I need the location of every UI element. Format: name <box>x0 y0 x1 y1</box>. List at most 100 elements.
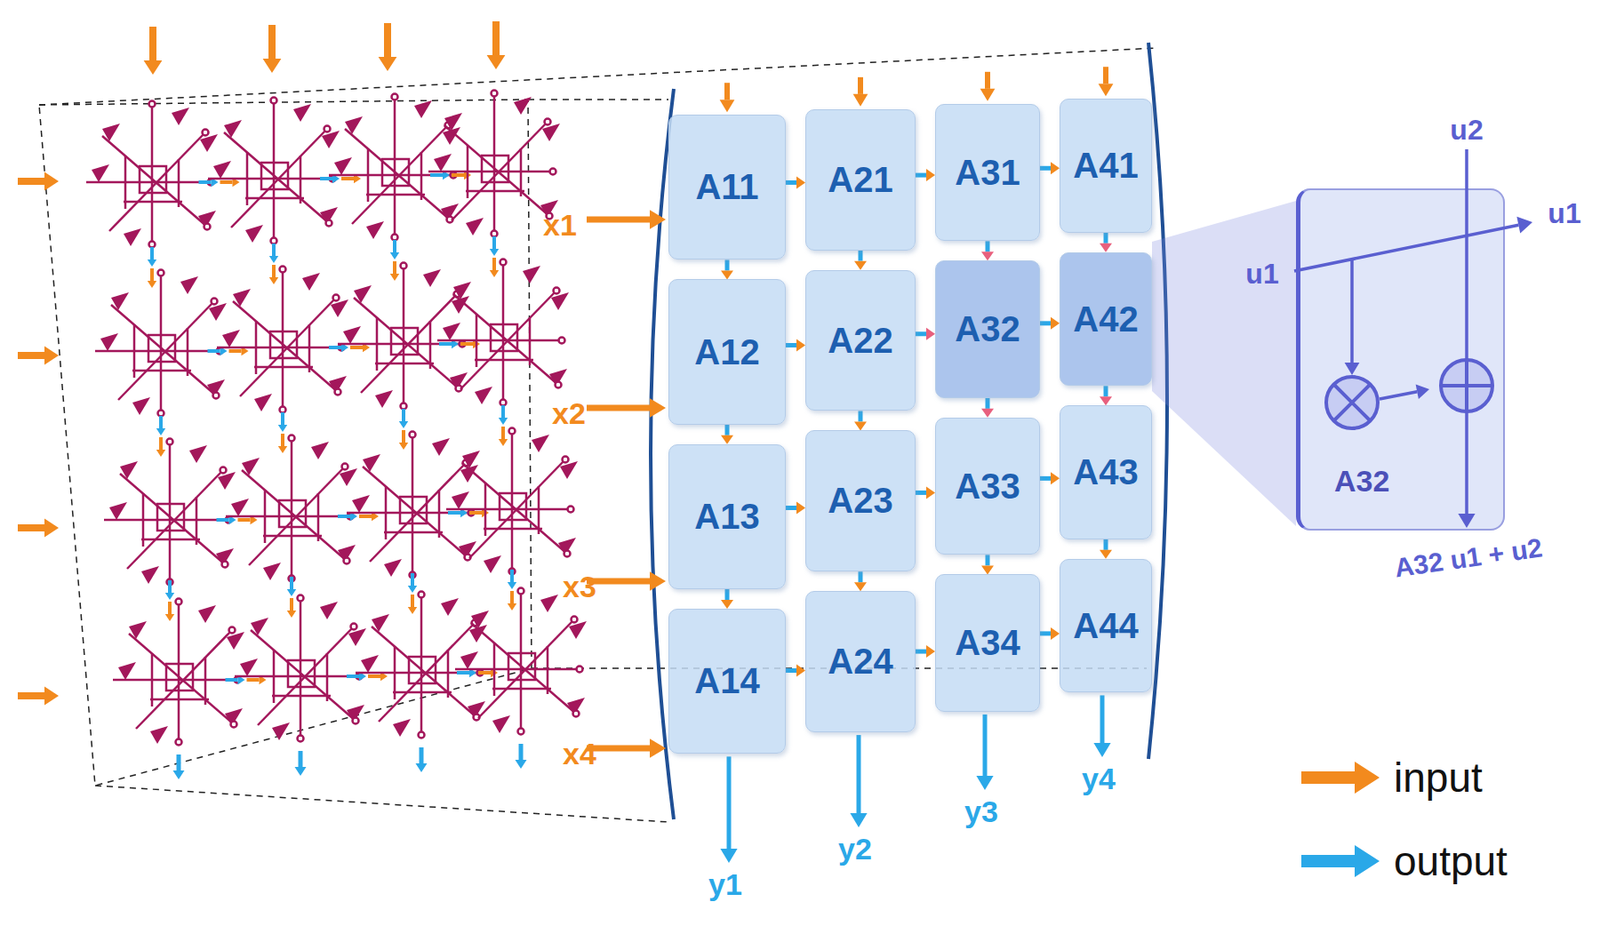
arrow-head <box>489 248 499 256</box>
input-arrow <box>586 216 650 224</box>
arrow-head <box>278 424 288 432</box>
arrow-head <box>515 760 528 769</box>
arrow-head <box>981 251 994 261</box>
arrow-head <box>498 439 508 447</box>
arrow-head <box>390 273 400 281</box>
arrow-shaft <box>238 518 251 522</box>
projection-line <box>95 785 669 823</box>
arrow-shaft <box>451 173 464 177</box>
matrix-element-label: A13 <box>694 496 760 537</box>
arrow-shaft <box>229 349 242 353</box>
arrow-shaft <box>439 342 452 346</box>
arrow-head <box>1050 627 1060 640</box>
arrow-shaft <box>392 240 397 253</box>
input-arrow <box>149 26 157 61</box>
edge-group <box>785 176 806 189</box>
input-arrow <box>492 21 500 56</box>
arrow-shaft <box>501 426 505 440</box>
matrix-element-label: A41 <box>1072 145 1138 186</box>
cell-arrows <box>278 343 370 454</box>
arrow-shaft <box>289 576 294 590</box>
legend-swatch <box>1299 841 1382 881</box>
unit-cell <box>446 428 578 576</box>
signal-connector <box>725 259 730 271</box>
unit-cell <box>216 266 349 414</box>
matrix-element-box: A13 <box>668 444 786 590</box>
input-arrow <box>17 692 45 700</box>
matrix-element-label: A43 <box>1072 452 1138 493</box>
matrix-element-box: A34 <box>935 574 1040 712</box>
edge-group <box>915 486 936 499</box>
matrix-element-label: A44 <box>1072 606 1138 647</box>
arrow-shaft <box>272 243 276 256</box>
matrix-element-label: A24 <box>827 641 893 682</box>
arrow-shaft <box>460 342 473 346</box>
edge-group <box>981 240 994 261</box>
matrix-element-box: A11 <box>668 114 786 260</box>
arrow-head <box>854 421 867 431</box>
matrix-element-label: A21 <box>827 160 893 200</box>
cell-arrows <box>147 177 240 288</box>
signal-connector <box>1104 385 1109 397</box>
arrow-shaft <box>280 433 285 447</box>
matrix-element-box: A23 <box>805 430 916 572</box>
arrow-head <box>399 442 408 450</box>
arrow-head <box>416 763 428 773</box>
arrow-shaft <box>410 573 415 586</box>
signal-connector <box>915 649 927 655</box>
edge-group <box>854 250 867 271</box>
arrow-shaft <box>320 176 333 181</box>
arrow-head <box>278 446 288 454</box>
cell-arrows <box>173 675 267 780</box>
multiplier-symbol <box>1326 376 1378 429</box>
edge-group <box>854 571 867 592</box>
matrix-io-arrows <box>586 66 1113 864</box>
arrow-shaft <box>519 744 524 760</box>
signal-connector <box>1104 539 1109 551</box>
projection-line <box>528 98 669 101</box>
edge-group <box>1099 539 1112 560</box>
matrix-element-box: A33 <box>935 417 1040 556</box>
output-signal-label: y3 <box>964 794 999 830</box>
unit-cell <box>428 90 560 238</box>
matrix-element-box: A32 <box>935 260 1040 399</box>
unit-cell <box>208 97 340 245</box>
multiplier-symbol <box>1334 384 1370 421</box>
edge-group <box>854 410 867 431</box>
arrow-head <box>269 256 279 264</box>
arrow-shaft <box>150 247 154 260</box>
matrix-element-box: A21 <box>805 109 916 251</box>
arrow-head <box>1344 362 1360 376</box>
matrix-element-label: A34 <box>954 623 1020 664</box>
panel-outline <box>39 99 532 786</box>
signal-connector <box>785 180 797 185</box>
cell-signal-label: u2 <box>1449 113 1483 147</box>
matrix-element-box: A43 <box>1059 405 1152 540</box>
edge-group <box>915 328 936 341</box>
arrow-head <box>1098 83 1114 96</box>
input-arrow <box>857 77 864 95</box>
matrix-element-box: A31 <box>935 104 1040 242</box>
input-signal-label: x2 <box>552 396 586 432</box>
legend-label: output <box>1393 837 1508 886</box>
unit-cell <box>455 588 587 736</box>
edge-group <box>915 645 936 658</box>
matrix-element-label: A22 <box>827 320 893 361</box>
arrow-head <box>44 172 59 192</box>
cell-arrows <box>287 512 379 618</box>
cell-arrows <box>295 672 389 776</box>
arrow-head <box>796 338 806 352</box>
input-signal-label: x3 <box>562 569 597 605</box>
edge-group <box>1099 385 1112 406</box>
arrow-head <box>156 449 166 457</box>
edge-group <box>1099 232 1112 253</box>
arrow-head <box>649 571 666 592</box>
cell-arrows <box>489 236 499 278</box>
cell-arrows <box>269 174 361 285</box>
arrow-shaft <box>448 511 461 515</box>
arrow-shaft <box>510 591 514 604</box>
unit-cell <box>225 435 358 583</box>
matrix-element-box: A44 <box>1059 559 1152 694</box>
arrow-head <box>853 94 869 107</box>
arrow-head <box>399 421 408 429</box>
